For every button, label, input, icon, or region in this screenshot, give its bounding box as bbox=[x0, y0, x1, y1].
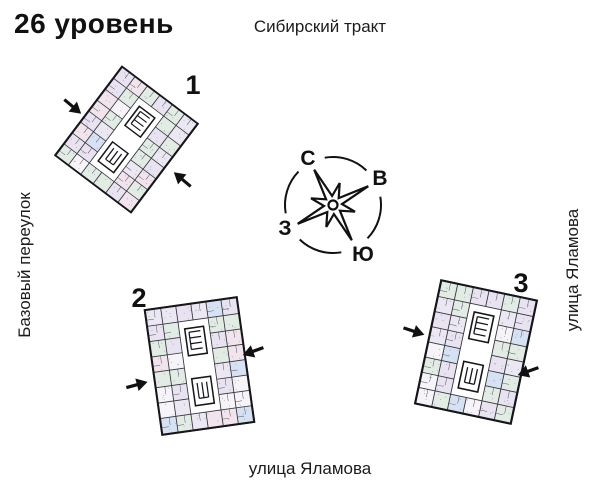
compass-north-label: С bbox=[300, 147, 315, 170]
street-label-bottom: улица Яламова bbox=[248, 459, 372, 478]
page-title: 26 уровень bbox=[14, 8, 174, 39]
entrance-arrow-icon bbox=[517, 365, 539, 378]
compass-east-label: В bbox=[372, 167, 387, 190]
compass-south-label: Ю bbox=[352, 243, 374, 266]
compass-rose-icon: С В Ю З bbox=[278, 147, 387, 266]
building-1-floor-plan-icon[interactable] bbox=[53, 65, 200, 214]
street-label-left: Базовый переулок bbox=[15, 192, 34, 338]
entrance-arrow-icon bbox=[63, 98, 82, 114]
entrance-arrow-icon bbox=[242, 345, 264, 358]
building-2-floor-plan-icon[interactable] bbox=[143, 296, 256, 436]
compass-west-label: З bbox=[278, 217, 291, 240]
entrance-arrow-icon bbox=[402, 325, 425, 338]
building-3-floor-plan-icon[interactable] bbox=[413, 279, 539, 425]
building-section-3[interactable] bbox=[413, 279, 539, 425]
building-3-number: 3 bbox=[513, 268, 529, 298]
entrance-arrow-icon bbox=[173, 172, 192, 188]
entrance-arrow-icon bbox=[125, 378, 148, 392]
compass-rose: С В Ю З bbox=[268, 140, 398, 270]
building-section-1[interactable] bbox=[53, 65, 200, 214]
building-1-number: 1 bbox=[185, 70, 201, 100]
building-2-number: 2 bbox=[131, 283, 147, 313]
street-label-right: улица Яламова bbox=[563, 208, 582, 332]
street-label-top: Сибирский тракт bbox=[253, 17, 387, 36]
building-section-2[interactable] bbox=[143, 296, 256, 436]
